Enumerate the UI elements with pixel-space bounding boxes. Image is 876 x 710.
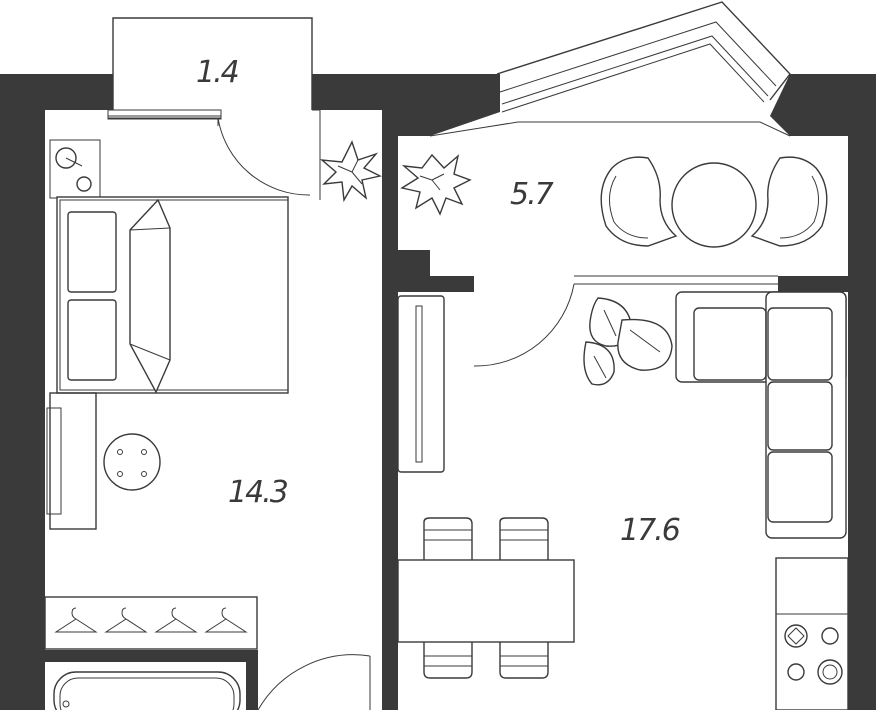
sink-tap (65, 157, 83, 167)
plant-veins (337, 159, 363, 185)
burner-1 (784, 624, 808, 648)
living-kitchen: 17.6 (397, 275, 849, 710)
dining-set (397, 517, 575, 679)
pouf-dot (117, 449, 123, 455)
wall-bath (45, 650, 258, 710)
burner-1-grate (787, 627, 805, 645)
area-balcony: 1.4 (196, 55, 238, 90)
loggia-glazing-inner (501, 35, 769, 105)
bathtub-inner (59, 677, 235, 710)
loggia-door-swing (473, 283, 575, 367)
loggia-glazing-inner2 (501, 43, 765, 113)
sofa-seat-2 (767, 307, 833, 381)
balcony-window-inner (107, 115, 222, 120)
plant-loggia (400, 153, 472, 216)
sofa-seat-3 (767, 381, 833, 451)
burner-4-inner (822, 664, 838, 680)
burner-4 (817, 659, 843, 685)
chair-4 (499, 635, 549, 679)
bath-door-swing (257, 654, 371, 710)
corner-sofa (675, 291, 847, 539)
chair-3 (423, 635, 473, 679)
balcony-left: 1.4 (107, 17, 321, 200)
wall-loggia-right (778, 276, 848, 292)
double-bed (56, 196, 289, 394)
wardrobe (44, 596, 258, 650)
sink-corner (49, 139, 101, 199)
chair-left (600, 156, 678, 247)
bathtub-drain (62, 700, 70, 708)
plant-bedroom (319, 140, 383, 203)
loggia-glazing-mid (499, 21, 777, 93)
pillow-top (67, 211, 117, 293)
pouf-dot (141, 449, 147, 455)
pouf (103, 433, 161, 491)
pillow-bottom (67, 299, 117, 381)
balcony-door-swing (217, 117, 311, 196)
area-bedroom: 14.3 (228, 475, 288, 510)
pouf-dot (117, 471, 123, 477)
loggia-glazing-outer (496, 1, 791, 101)
bathtub (53, 671, 241, 710)
sofa-seat-1 (693, 307, 767, 381)
chair-4-lines (500, 655, 548, 667)
dresser (49, 392, 97, 530)
loggia: 5.7 (400, 1, 828, 248)
area-loggia: 5.7 (510, 177, 554, 212)
burner-2 (821, 627, 839, 645)
plant-living (583, 297, 673, 386)
kitchen-counter (775, 557, 849, 710)
bed-inner (59, 199, 289, 391)
sink-drain (76, 176, 92, 192)
sofa-seat-4 (767, 451, 833, 523)
bistro-table (671, 162, 757, 248)
walls (0, 74, 876, 710)
balcony-outline (112, 17, 313, 110)
hangers (54, 607, 248, 633)
bathroom (53, 654, 371, 710)
area-living: 17.6 (620, 513, 680, 548)
wall-top-right (770, 74, 876, 710)
dresser-handle (46, 407, 62, 515)
sofa-side (765, 291, 847, 539)
tv-stand (397, 295, 445, 473)
loggia-floor-edge (429, 121, 791, 137)
blanket-lines (129, 227, 171, 361)
chair-right (750, 156, 828, 247)
wall-top-left (0, 74, 113, 710)
wall-loggia-slant (430, 74, 500, 136)
sink-bowl (55, 147, 77, 169)
stove (784, 624, 843, 685)
chair-3-lines (424, 655, 472, 667)
chair-2-lines (500, 529, 548, 541)
burner-3 (787, 663, 805, 681)
bedroom: 14.3 (44, 139, 383, 650)
balcony-window (107, 109, 222, 119)
chair-1-lines (424, 529, 472, 541)
pouf-dot (141, 471, 147, 477)
plant-veins-living (593, 309, 661, 379)
dining-table (397, 559, 575, 643)
tv (415, 305, 423, 463)
